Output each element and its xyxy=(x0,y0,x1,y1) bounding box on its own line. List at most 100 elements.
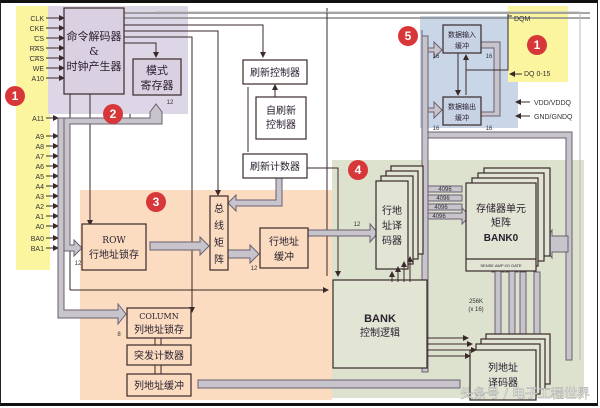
mode-register-box xyxy=(132,58,182,96)
column-buffer-box xyxy=(126,373,192,397)
self-refresh-controller-box xyxy=(255,96,307,140)
refresh-controller-label: 刷新控制器 xyxy=(250,66,300,79)
badge-5-text: 5 xyxy=(405,29,412,43)
row-decoder-label-1: 行地 xyxy=(382,204,402,217)
command-decoder-label-2: & xyxy=(89,45,99,58)
pin-clk: CLK xyxy=(30,16,44,23)
bus-matrix-label-4: 阵 xyxy=(214,253,224,266)
memory-array-label-3: BANK0 xyxy=(484,233,519,244)
column-width-2: (x 16) xyxy=(468,307,483,313)
wordline-width-4: 4096 xyxy=(432,214,446,220)
data-output-buffer-box xyxy=(442,96,482,126)
pin-a11: A11 xyxy=(32,116,44,123)
mode-register-label-2: 寄存器 xyxy=(141,78,174,92)
command-decoder-label-1: 命令解码器 xyxy=(67,29,122,43)
badge-1-right xyxy=(527,35,547,55)
column-decoder-label-1: 列地址 xyxy=(488,361,518,374)
io-width-2: 16 xyxy=(486,54,493,60)
burst-counter-box xyxy=(126,344,192,366)
column-latch-label-1: COLUMN xyxy=(139,312,179,321)
bank-control-label-2: 控制逻辑 xyxy=(360,326,400,339)
memory-array-label-1: 存储器单元 xyxy=(476,202,526,215)
column-latch-box xyxy=(126,307,192,339)
badge-1-right-text: 1 xyxy=(534,38,541,52)
bank-control-box xyxy=(332,279,428,369)
self-refresh-label-1: 自刷新 xyxy=(266,104,296,117)
memory-array-box xyxy=(465,182,537,272)
row-latch-label-2: 行地址锁存 xyxy=(89,248,139,261)
data-input-buffer-label-1: 数据输入 xyxy=(448,30,476,39)
pin-list-left: CLK CKE CS RAS CAS WE A10A11A9A8A7A6A5A4A3A2A1… xyxy=(30,15,65,253)
watermark: 头条号 / 电子工程世界 xyxy=(460,386,590,402)
pin-ba1: BA1 xyxy=(31,246,44,253)
pin-a6: A6 xyxy=(35,164,44,171)
column-width-1: 256K xyxy=(469,299,483,305)
pin-a4: A4 xyxy=(35,184,44,191)
badge-2 xyxy=(103,104,123,124)
pin-a10: A10 xyxy=(32,76,45,83)
row-latch-label-1: ROW xyxy=(102,236,126,246)
bus-width-column-in: 8 xyxy=(117,332,121,338)
bus-matrix-label-2: 线 xyxy=(214,219,224,232)
pin-ba0: BA0 xyxy=(31,236,44,243)
badge-3-text: 3 xyxy=(153,195,160,209)
row-decoder-label-2: 址译 xyxy=(382,219,402,232)
pin-a8: A8 xyxy=(35,144,44,151)
refresh-controller-box xyxy=(242,59,308,85)
column-decoder-box xyxy=(469,349,537,401)
pin-cas: CAS xyxy=(30,56,45,63)
burst-counter-label: 突发计数器 xyxy=(134,349,184,362)
badge-1-left xyxy=(5,86,25,106)
refresh-counter-label: 刷新计数器 xyxy=(250,160,300,173)
pin-a7: A7 xyxy=(35,154,44,161)
pin-we: WE xyxy=(33,66,45,73)
badge-4 xyxy=(348,160,368,180)
bus-width-row-buffer: 12 xyxy=(251,266,258,272)
command-decoder-label-3: 时钟产生器 xyxy=(67,59,122,73)
row-decoder-box xyxy=(375,180,409,270)
io-width-1: 16 xyxy=(433,54,440,60)
column-decoder-label-2: 译码器 xyxy=(488,377,518,389)
io-width-3: 16 xyxy=(433,126,440,132)
bus-width-row-decoder: 12 xyxy=(354,222,361,228)
data-input-buffer-box xyxy=(442,24,482,54)
row-buffer-box xyxy=(259,227,309,269)
self-refresh-label-2: 控制器 xyxy=(266,118,296,131)
data-input-buffer-label-2: 缓冲 xyxy=(455,41,469,50)
pin-dqm: DQM xyxy=(514,16,531,23)
sense-amp-label: SENSE AMP I/O GATE xyxy=(480,263,522,268)
refresh-counter-box xyxy=(242,153,308,179)
wordline-width-2: 4096 xyxy=(436,196,450,202)
pin-cke: CKE xyxy=(30,26,45,33)
address-zone xyxy=(80,190,332,400)
pin-a5: A5 xyxy=(35,174,44,181)
badge-4-text: 4 xyxy=(355,163,362,177)
pin-a3: A3 xyxy=(35,194,44,201)
pin-dq: DQ 0-15 xyxy=(524,71,551,78)
memory-array-label-2: 矩阵 xyxy=(491,216,511,229)
row-latch-box xyxy=(81,223,147,271)
pin-gnd: GND/GNDQ xyxy=(534,114,573,121)
bus-width-mode: 12 xyxy=(167,100,174,106)
bank-control-label-1: BANK xyxy=(364,313,396,325)
pin-a2: A2 xyxy=(35,204,44,211)
badge-1-left-text: 1 xyxy=(12,89,19,103)
pin-ras: RAS xyxy=(30,46,45,53)
wordline-width-3: 4096 xyxy=(434,205,448,211)
pin-a9: A9 xyxy=(35,134,44,141)
badge-5 xyxy=(398,26,418,46)
wordline-width-1: 4096 xyxy=(438,187,452,193)
data-output-buffer-label-2: 缓冲 xyxy=(455,113,469,122)
badge-3 xyxy=(146,192,166,212)
bus-matrix-label-1: 总 xyxy=(214,202,224,215)
io-width-4: 16 xyxy=(486,126,493,132)
bus-matrix-label-3: 矩 xyxy=(214,236,224,249)
row-decoder-label-3: 码器 xyxy=(382,235,402,247)
row-buffer-label-1: 行地址 xyxy=(269,235,299,248)
pin-cs: CS xyxy=(34,36,44,43)
connectors xyxy=(154,14,530,374)
row-buffer-label-2: 缓冲 xyxy=(274,250,294,263)
pin-a1: A1 xyxy=(35,214,44,221)
